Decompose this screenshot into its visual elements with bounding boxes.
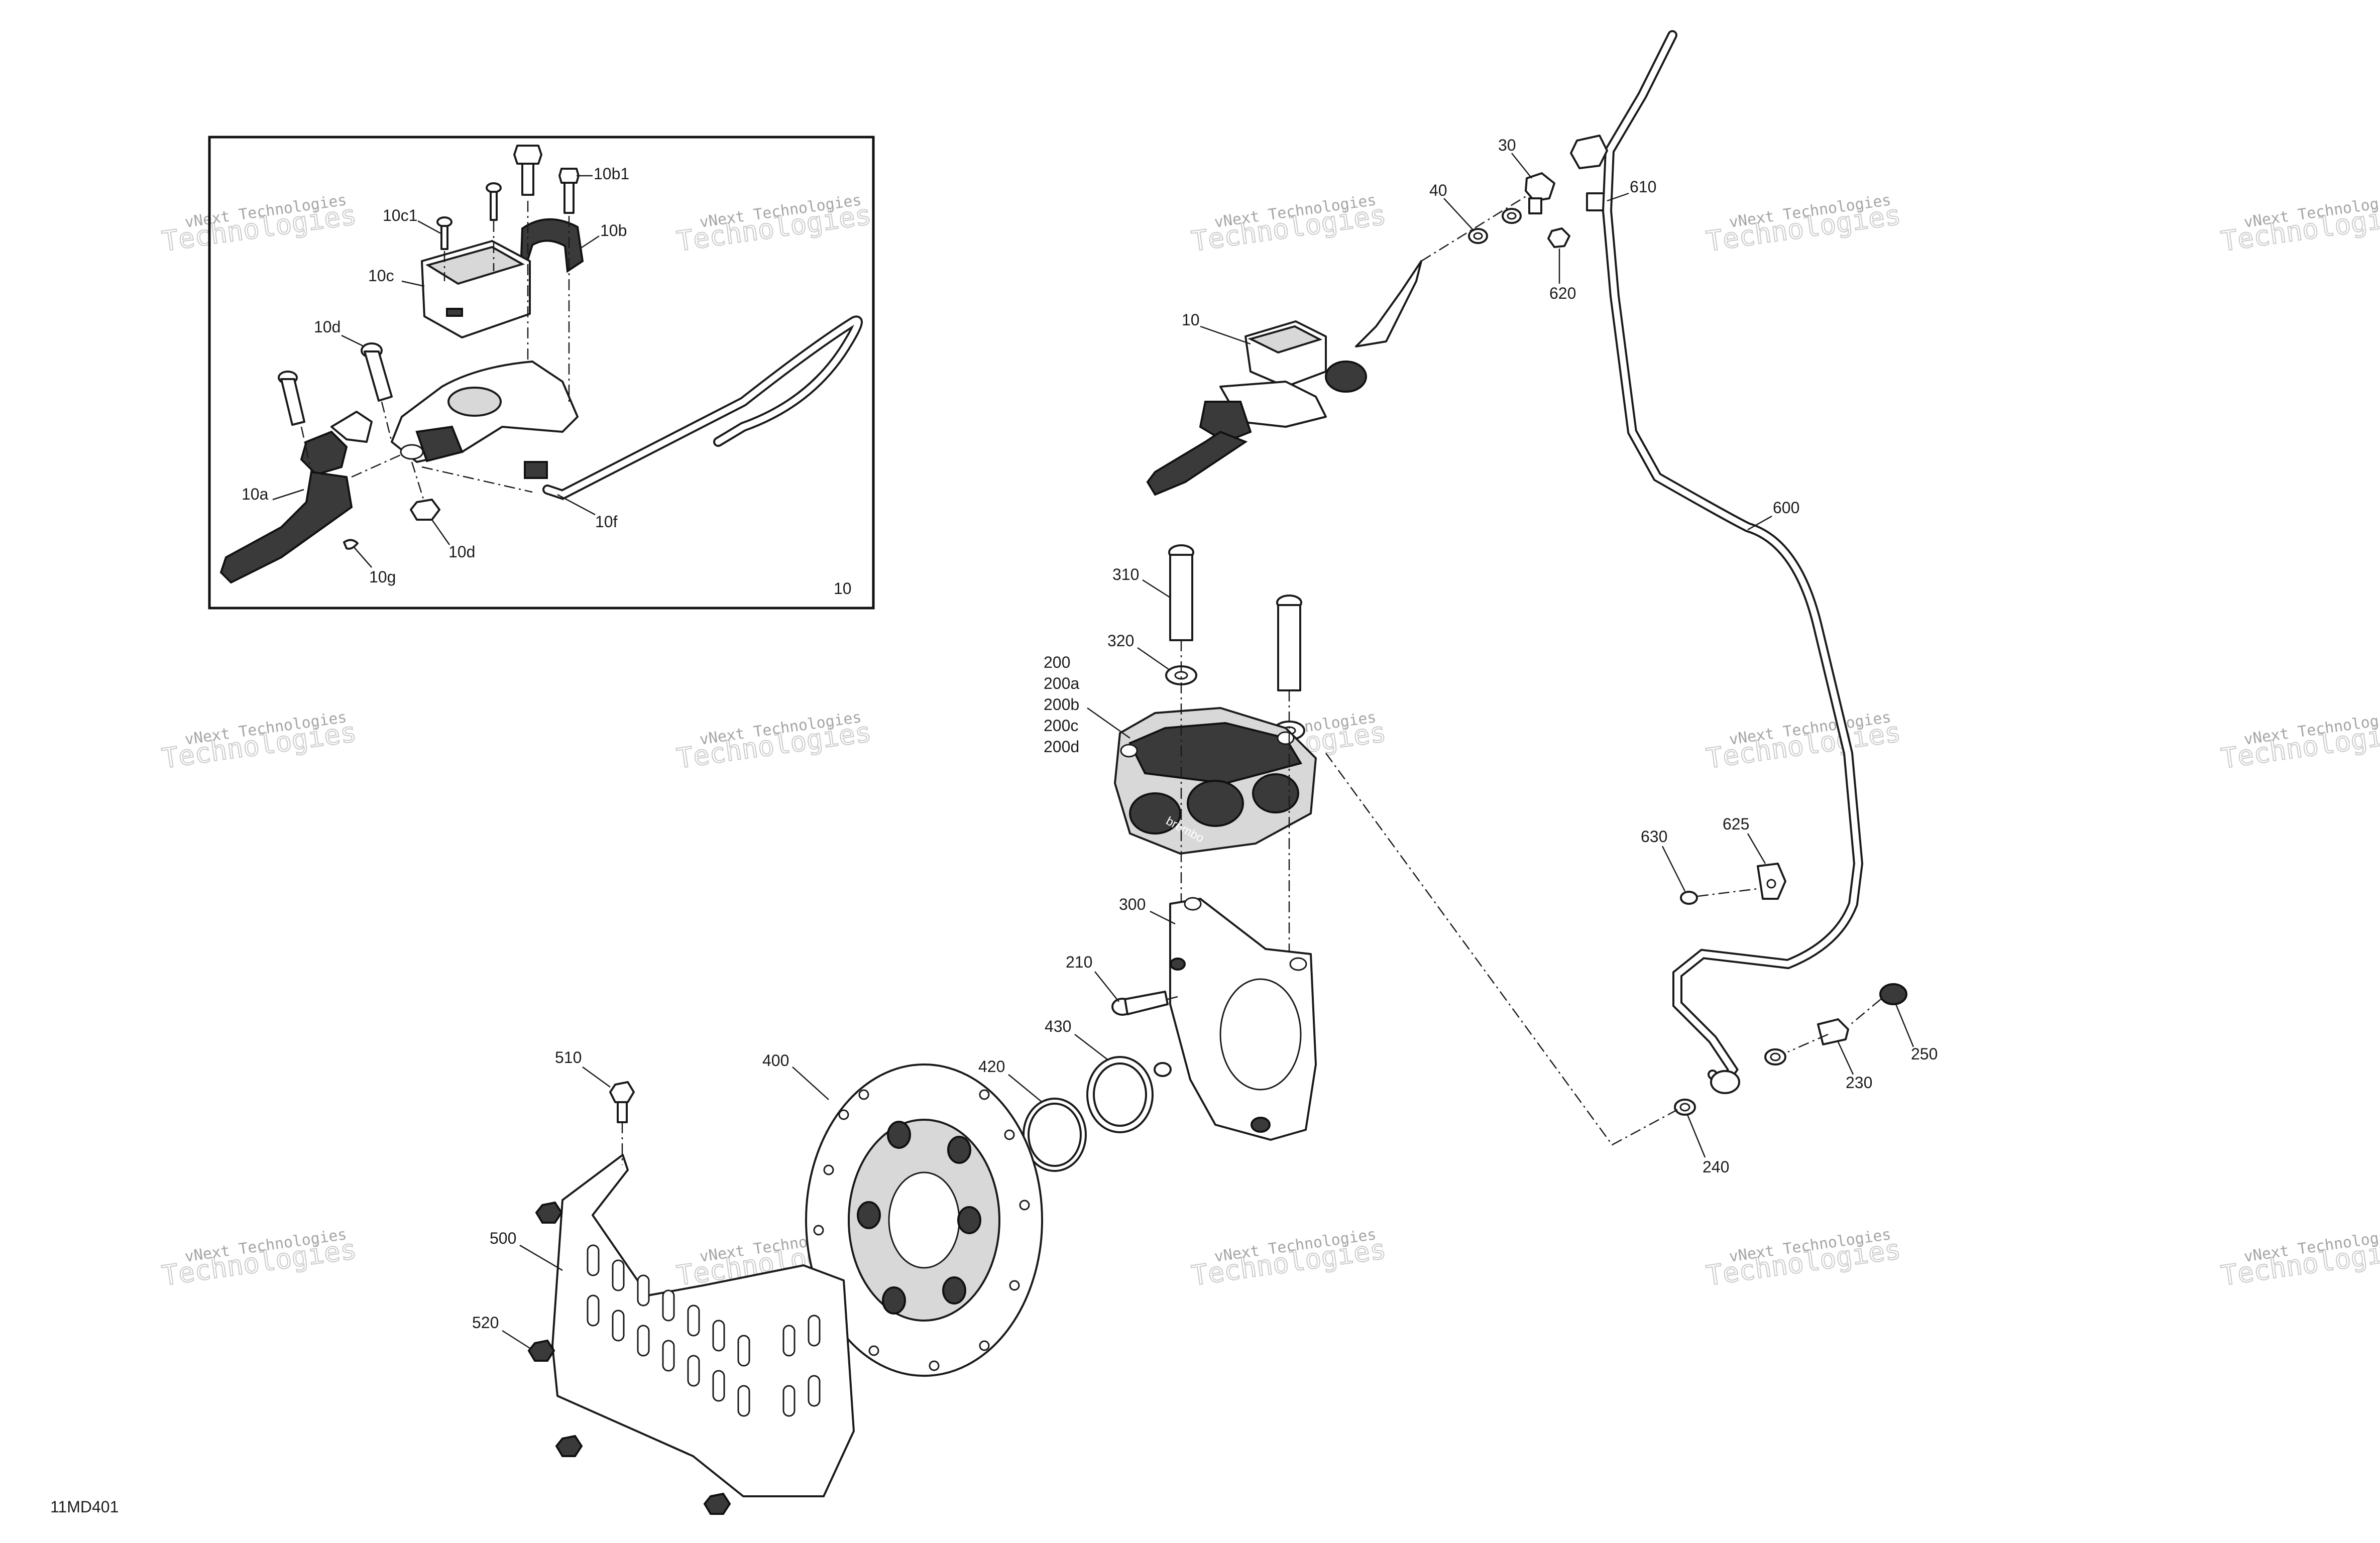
- clamp-625[interactable]: [1757, 863, 1786, 900]
- callout-200d: 200d: [1044, 738, 1079, 756]
- inset-frame: [208, 136, 875, 610]
- callout-300: 300: [1119, 895, 1146, 913]
- callout-10f: 10f: [595, 513, 618, 531]
- master-cylinder-assembly-10[interactable]: [1146, 260, 1422, 496]
- callout-210: 210: [1066, 953, 1092, 971]
- nut-520-b[interactable]: [527, 1339, 555, 1362]
- callout-320: 320: [1107, 632, 1134, 650]
- master-cylinder-body[interactable]: [391, 361, 579, 463]
- callout-400: 400: [762, 1051, 789, 1070]
- lever-adjuster[interactable]: [300, 430, 348, 476]
- callout-430: 430: [1045, 1017, 1071, 1035]
- callout-10c: 10c: [368, 267, 394, 285]
- caliper-bolt-310[interactable]: [1168, 544, 1194, 641]
- caliper-200[interactable]: brembo: [1113, 706, 1317, 855]
- callout-310: 310: [1112, 565, 1139, 583]
- bolt-210[interactable]: [1111, 991, 1169, 1016]
- callout-510: 510: [555, 1048, 582, 1066]
- assembly-line: [1697, 888, 1758, 897]
- switch-10f[interactable]: [524, 315, 863, 500]
- nut-520-c[interactable]: [555, 1435, 583, 1457]
- callout-10: 10: [1182, 311, 1200, 329]
- callout-10b1: 10b1: [594, 165, 629, 183]
- assembly-line: [1325, 753, 1678, 1146]
- callout-10a: 10a: [242, 485, 269, 503]
- callout-625: 625: [1723, 815, 1749, 833]
- callout-200c: 200c: [1044, 717, 1078, 735]
- banjo-bolt-30[interactable]: [1525, 172, 1555, 214]
- callout-250: 250: [1911, 1045, 1938, 1063]
- callout-230: 230: [1846, 1074, 1872, 1092]
- screw-10c1[interactable]: [486, 182, 502, 221]
- screw-510[interactable]: [609, 1081, 635, 1123]
- callout-200a: 200a: [1044, 674, 1079, 692]
- assembly-line: [1850, 999, 1881, 1025]
- assembly-line: [300, 426, 312, 472]
- cap-250[interactable]: [1879, 983, 1907, 1005]
- callout-240: 240: [1703, 1158, 1729, 1176]
- screw-10b1-b[interactable]: [558, 168, 580, 214]
- callout-200: 200: [1044, 653, 1070, 671]
- brake-line-600[interactable]: [1570, 30, 1864, 1094]
- assembly-line: [421, 466, 533, 493]
- seal-430[interactable]: [1086, 1056, 1154, 1133]
- callout-630: 630: [1641, 827, 1667, 846]
- washer-240-b[interactable]: [1764, 1048, 1786, 1065]
- nut-520-d[interactable]: [703, 1492, 731, 1515]
- nut-620[interactable]: [1547, 227, 1570, 248]
- bolt-b[interactable]: [1154, 1062, 1172, 1077]
- pivot-screw[interactable]: [278, 371, 305, 426]
- callout-10d-bottom: 10d: [448, 543, 475, 561]
- washer-320[interactable]: [1165, 665, 1197, 685]
- screw-10c1-b[interactable]: [436, 216, 452, 250]
- washer-40[interactable]: [1468, 228, 1488, 244]
- bolt-10d[interactable]: [361, 342, 393, 402]
- nut-520[interactable]: [535, 1201, 563, 1224]
- reservoir-10c[interactable]: [421, 240, 531, 338]
- callout-420: 420: [978, 1057, 1005, 1076]
- lever-clip[interactable]: [330, 411, 373, 443]
- callout-620: 620: [1549, 284, 1576, 302]
- callout-10c1: 10c1: [383, 206, 417, 224]
- bracket-300[interactable]: [1169, 897, 1317, 1141]
- lever-10a[interactable]: [219, 470, 353, 584]
- diagram-code: 11MD401: [50, 1498, 119, 1516]
- callout-200b: 200b: [1044, 695, 1079, 714]
- clamp-10b[interactable]: [520, 218, 584, 273]
- nut-10d[interactable]: [410, 499, 440, 521]
- callout-500: 500: [490, 1229, 516, 1247]
- callout-520: 520: [472, 1314, 499, 1332]
- inset-label: 10: [834, 579, 852, 598]
- assembly-line: [1167, 996, 1178, 1000]
- callout-40: 40: [1429, 181, 1447, 199]
- screw-630[interactable]: [1680, 891, 1698, 905]
- caliper-bolt-b[interactable]: [1276, 595, 1302, 691]
- bleeder-230[interactable]: [1817, 1018, 1849, 1045]
- washer-40-b[interactable]: [1502, 208, 1522, 224]
- screw-10b1[interactable]: [513, 145, 542, 196]
- callout-600: 600: [1773, 499, 1799, 517]
- disc-guard-500[interactable]: [551, 1154, 855, 1497]
- assembly-line: [381, 401, 393, 442]
- callout-10d-top: 10d: [314, 318, 341, 336]
- washer-240[interactable]: [1674, 1099, 1696, 1116]
- inset-master-cylinder-exploded: 10: [208, 136, 875, 610]
- callout-610: 610: [1630, 178, 1656, 196]
- assembly-line: [1421, 195, 1527, 262]
- brake-disc-400[interactable]: [805, 1063, 1043, 1377]
- assembly-line: [411, 461, 425, 503]
- clip-10g[interactable]: [343, 539, 359, 550]
- assembly-line: [351, 453, 402, 478]
- callout-10b: 10b: [600, 221, 627, 240]
- assembly-line: [1787, 1033, 1829, 1053]
- callout-30: 30: [1498, 136, 1516, 154]
- callout-10g: 10g: [369, 568, 396, 586]
